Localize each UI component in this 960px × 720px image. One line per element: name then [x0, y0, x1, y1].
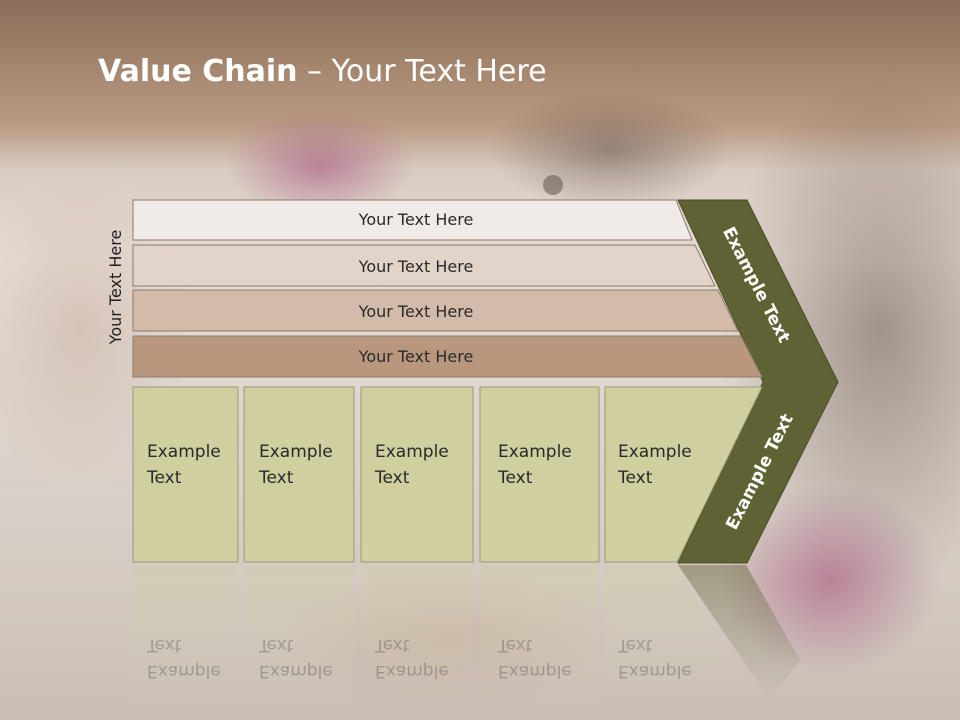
column-1-text: Example Text: [147, 439, 247, 491]
slide-title: Value Chain – Your Text Here: [98, 54, 547, 89]
row-4: [132, 335, 763, 378]
column-reflection: [244, 565, 354, 705]
column-5: [604, 386, 763, 563]
column-2-line1: Example: [259, 442, 333, 462]
column-reflection: [133, 565, 238, 705]
title-bold: Value Chain: [98, 54, 298, 89]
column-2-line2: Text: [259, 468, 294, 488]
column-4-reflection-text: Example Text: [498, 632, 598, 684]
column-1-reflection-line2: Text: [147, 635, 182, 655]
column-2-reflection-text: Example Text: [259, 632, 359, 684]
column-2-reflection-line2: Text: [259, 635, 294, 655]
column-5-reflection-line2: Text: [618, 635, 653, 655]
row-4-label: Your Text Here: [358, 347, 474, 366]
column-reflection: [480, 565, 599, 705]
column-5-reflection-text: Example Text: [618, 632, 718, 684]
column-3-line1: Example: [375, 442, 449, 462]
chevron-reflection: [678, 565, 800, 700]
column-5-line2: Text: [618, 468, 653, 488]
column-2-reflection-line1: Example: [259, 661, 333, 681]
row-1: [132, 199, 693, 241]
column-1: [132, 386, 239, 563]
flower-shape: [225, 110, 415, 220]
column-4-reflection-line2: Text: [498, 635, 533, 655]
column-1-line2: Text: [147, 468, 182, 488]
title-rest: – Your Text Here: [297, 54, 547, 89]
column-3: [360, 386, 474, 563]
column-1-reflection-text: Example Text: [147, 632, 247, 684]
row-2: [132, 244, 716, 287]
column-1-reflection-line1: Example: [147, 661, 221, 681]
row-3: [132, 289, 739, 332]
column-4-line1: Example: [498, 442, 572, 462]
column-5-reflection-line1: Example: [618, 661, 692, 681]
column-reflection: [605, 565, 745, 690]
column-2-text: Example Text: [259, 439, 359, 491]
row-3-label: Your Text Here: [358, 302, 474, 321]
column-4: [479, 386, 600, 563]
reflection-group: [133, 565, 800, 705]
chevron-arrow: [677, 199, 839, 564]
column-5-line1: Example: [618, 442, 692, 462]
column-3-reflection-line1: Example: [375, 661, 449, 681]
column-3-text: Example Text: [375, 439, 475, 491]
column-2: [243, 386, 355, 563]
eye-shape: [543, 175, 563, 195]
column-3-reflection-text: Example Text: [375, 632, 475, 684]
column-3-reflection-line2: Text: [375, 635, 410, 655]
column-reflection: [361, 565, 473, 705]
column-3-line2: Text: [375, 468, 410, 488]
column-1-line1: Example: [147, 442, 221, 462]
column-4-line2: Text: [498, 468, 533, 488]
column-5-text: Example Text: [618, 439, 718, 491]
column-4-reflection-line1: Example: [498, 661, 572, 681]
row-1-label: Your Text Here: [358, 210, 474, 229]
row-2-label: Your Text Here: [358, 257, 474, 276]
column-4-text: Example Text: [498, 439, 598, 491]
